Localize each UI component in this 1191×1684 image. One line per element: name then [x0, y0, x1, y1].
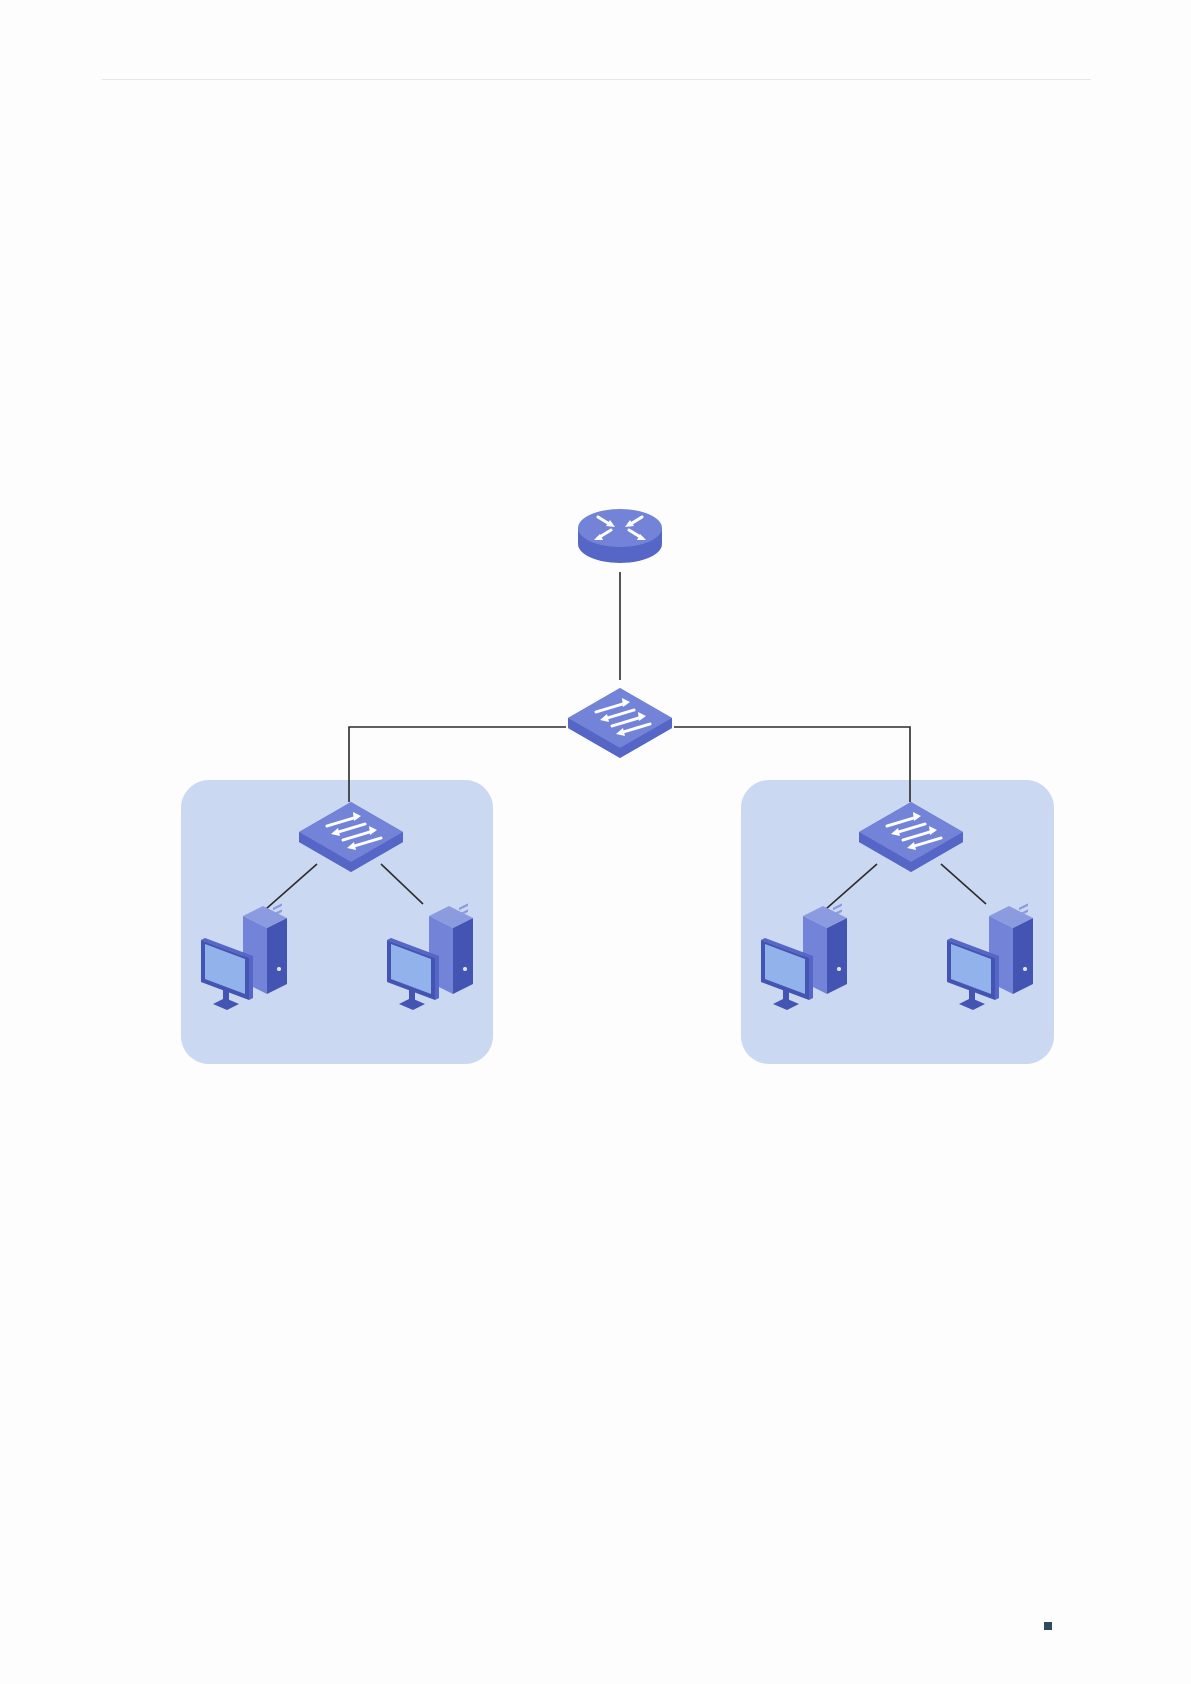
page-marker	[1044, 1622, 1052, 1630]
core-switch-icon	[568, 688, 672, 758]
router-icon	[578, 509, 662, 563]
